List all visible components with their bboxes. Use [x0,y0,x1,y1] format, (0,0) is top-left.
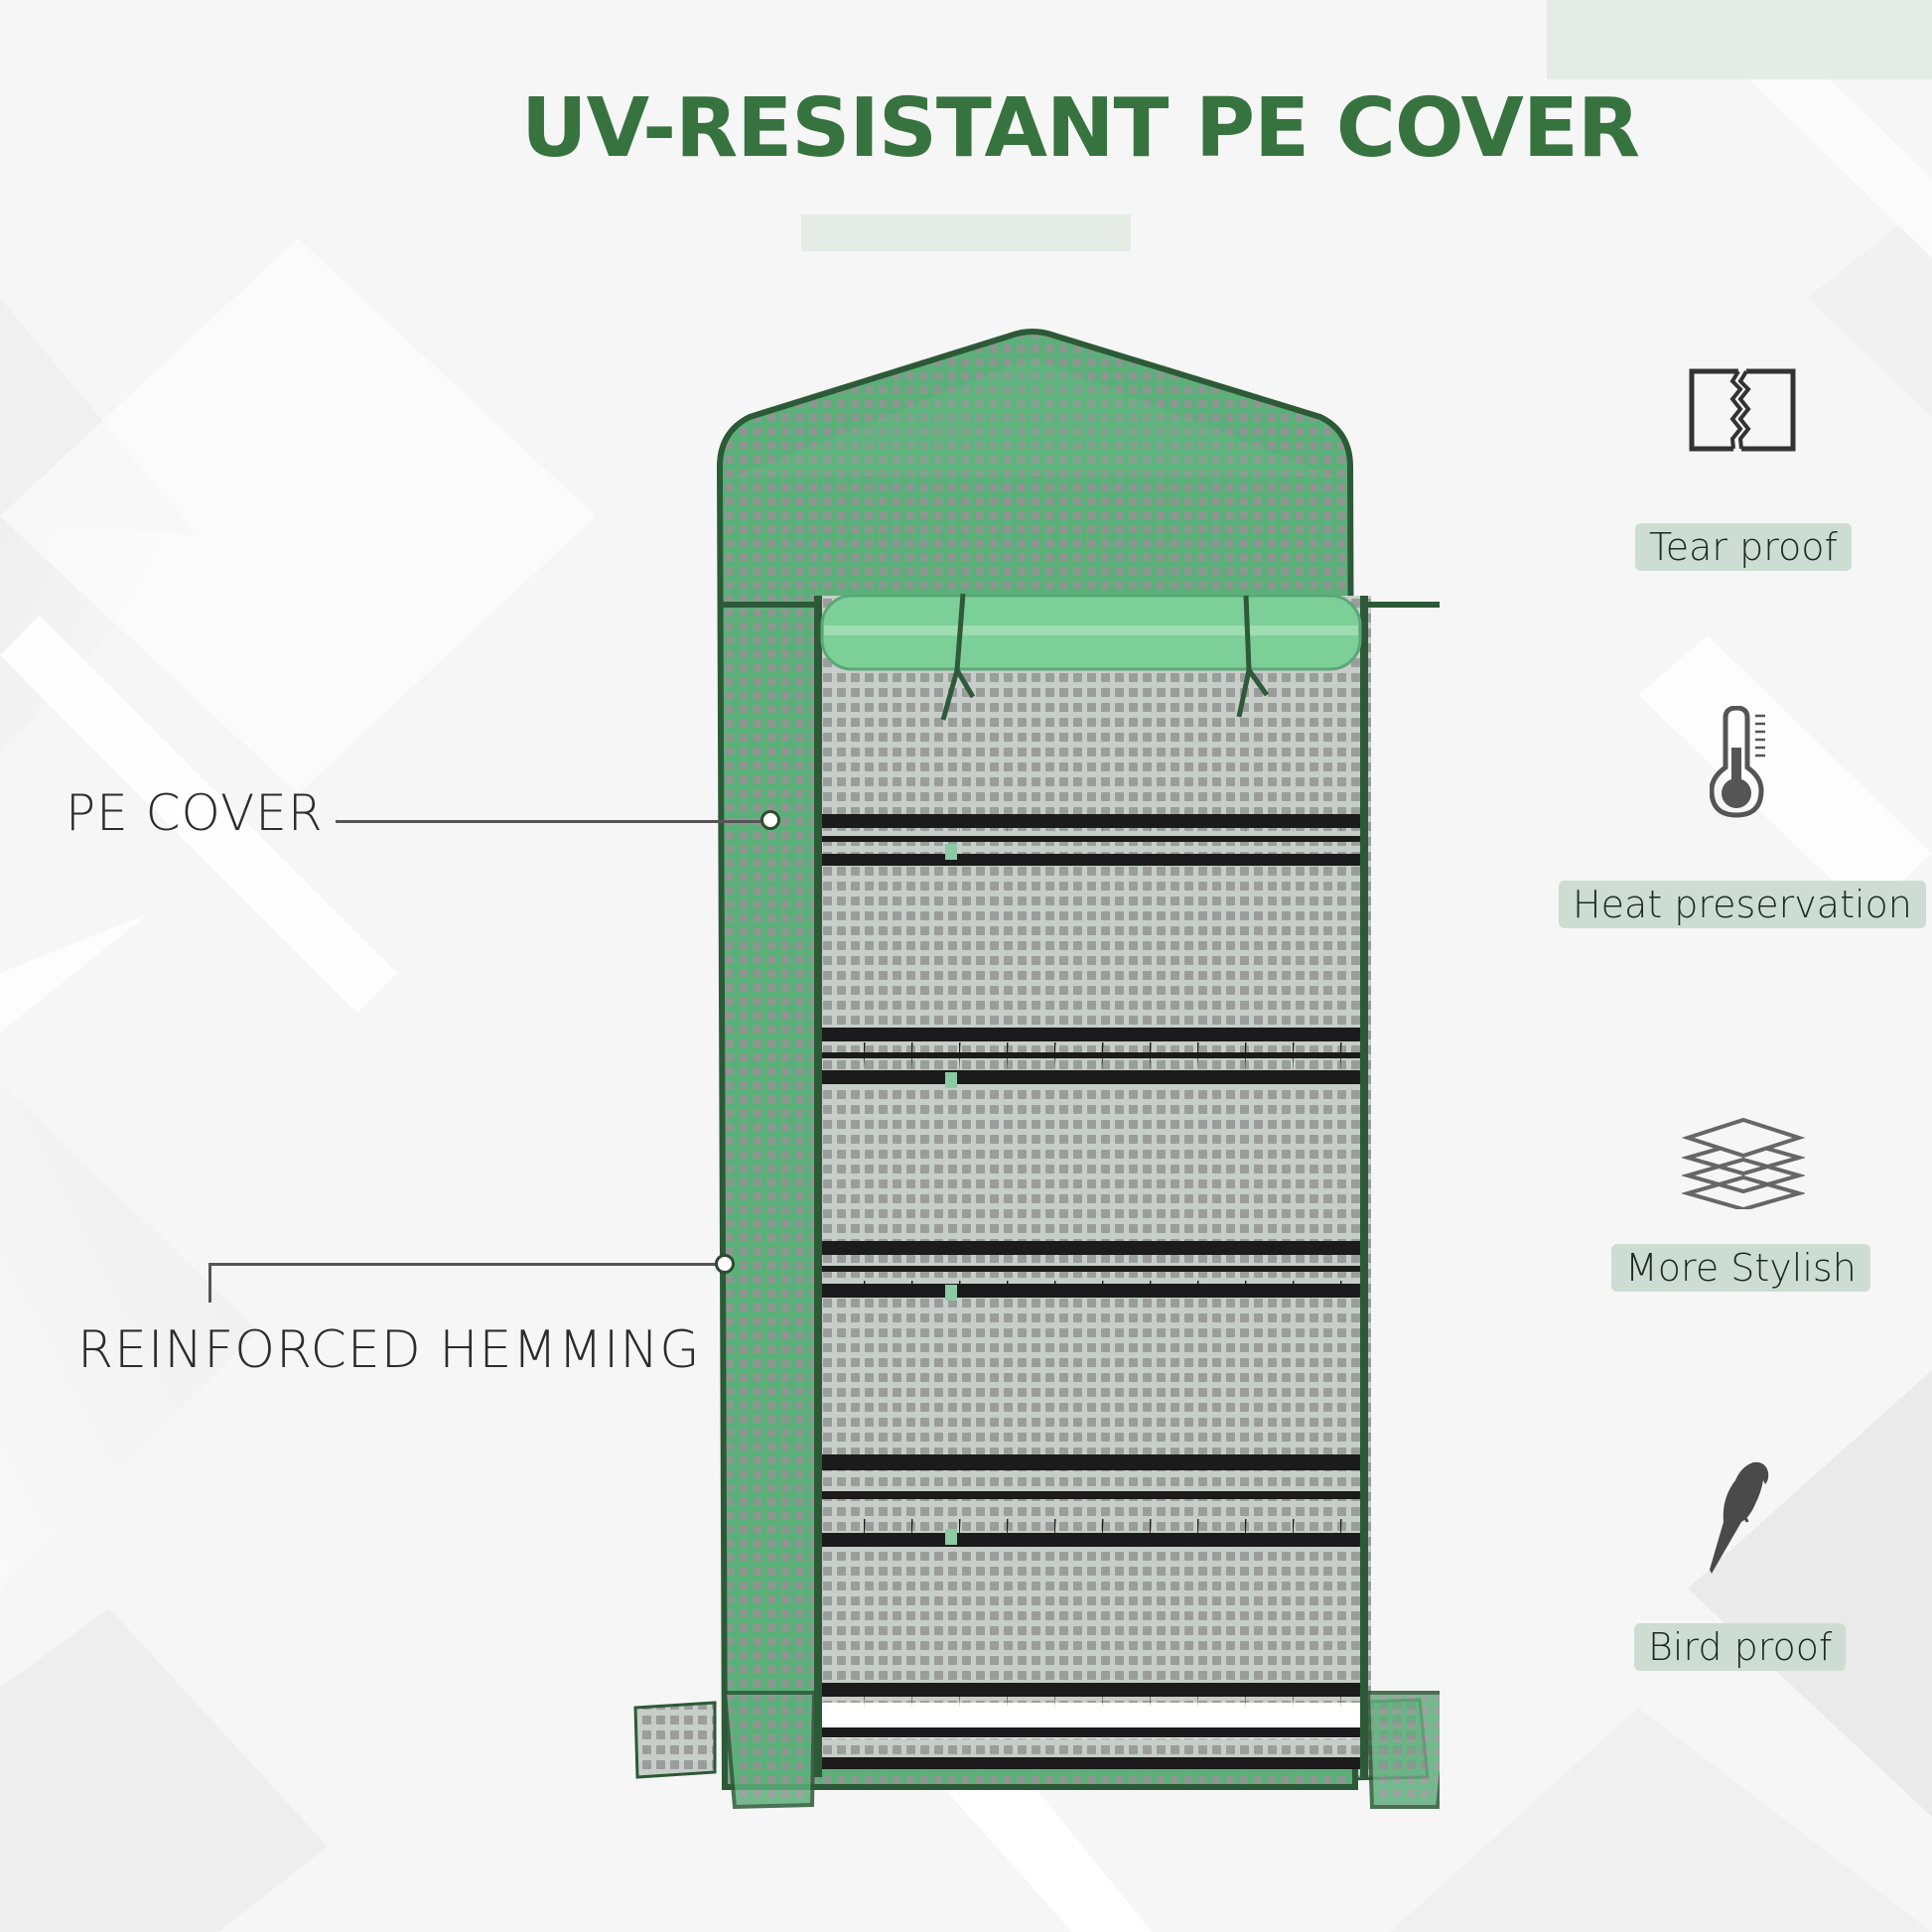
callout-pe-cover: PE COVER [66,784,324,842]
shelf-1 [822,814,1360,866]
feature-tear-proof: Tear proof [1628,367,1886,586]
thermometer-icon [1710,706,1765,818]
hemming-leader-line-v [208,1263,211,1303]
feature-label: Bird proof [1634,1623,1847,1671]
hemming-leader-line-h [208,1263,717,1266]
feature-more-stylish: More Stylish [1608,1102,1906,1320]
pe-cover-marker [760,810,780,830]
shelf-3 [822,1241,1360,1301]
page-title: UV-RESISTANT PE COVER [521,81,1640,176]
feature-label: Tear proof [1635,523,1852,571]
feature-bird-proof: Bird proof [1618,1454,1906,1683]
top-right-accent-bar [1547,0,1932,79]
pe-cover-leader-line [336,820,764,823]
feature-label: Heat preservation [1559,881,1926,928]
feature-heat-preservation: Heat preservation [1549,700,1926,938]
greenhouse-image [633,329,1440,1810]
feature-label: More Stylish [1611,1244,1870,1292]
title-underline-bar [801,214,1131,251]
callout-reinforced-hemming: REINFORCED HEMMING [77,1320,701,1380]
shelf-2 [822,1028,1360,1088]
hemming-marker [715,1254,735,1274]
bird-icon [1710,1461,1769,1574]
layers-icon [1682,1117,1805,1209]
shelf-4 [822,1454,1360,1547]
shelf-5 [822,1683,1360,1769]
tear-icon [1689,368,1796,452]
